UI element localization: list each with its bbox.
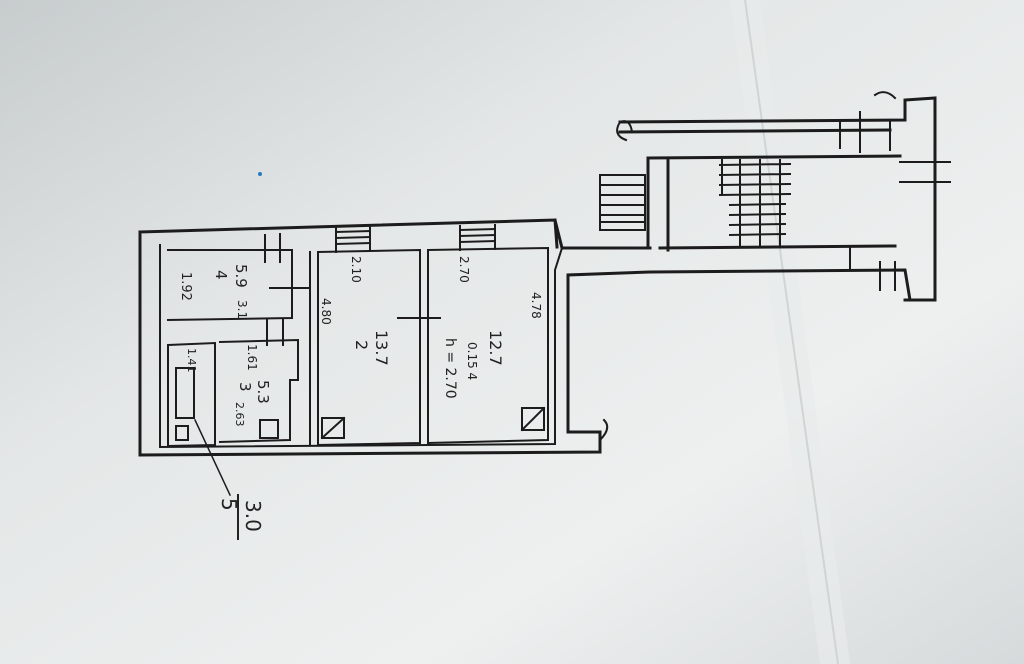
- room-3-height: 1.61: [245, 344, 259, 371]
- sink-fixture: [259, 419, 279, 439]
- stove-room-2: [321, 417, 345, 439]
- room-3-outline: [218, 338, 299, 444]
- room-5-number: 5: [217, 498, 241, 511]
- room-3-number: 3: [236, 382, 254, 392]
- room-5-area: 3.0: [241, 500, 265, 532]
- toilet-fixture: [175, 425, 189, 441]
- ink-dot: [258, 172, 262, 176]
- room-1-height: 2.70: [457, 256, 471, 283]
- room-1-area: 12.7: [486, 330, 505, 366]
- stairwell-walls: [618, 96, 937, 302]
- room-4-height: 3.1: [235, 300, 249, 319]
- room-2-number: 2: [352, 340, 371, 350]
- partition-rooms-2-3: [309, 251, 319, 446]
- room-5-side-dim: 1.41: [185, 348, 198, 373]
- stair-steps: [599, 111, 951, 291]
- room-1-side-dim: 4.78: [529, 292, 543, 319]
- room-2-side-dim: 4.80: [319, 298, 333, 325]
- room-5-outline: [167, 341, 216, 448]
- room-4-side-dim: 1.92: [178, 272, 193, 301]
- stove-room-1: [521, 407, 545, 431]
- outer-wall: [138, 218, 922, 457]
- room-3-area: 5.3: [254, 380, 272, 404]
- room-4-area: 5.9: [232, 264, 250, 288]
- window-room-1: [458, 224, 497, 251]
- inner-wall-outline: [159, 244, 564, 449]
- paper-crease: [744, 0, 839, 664]
- floor-plan: [138, 91, 951, 496]
- room-3-sub-area: 2.63: [233, 402, 246, 427]
- room-1-h-label: h = 2.70: [442, 338, 458, 399]
- room-4-outline: [166, 249, 293, 322]
- room-5-leader: [194, 419, 231, 496]
- room-2-area: 13.7: [372, 330, 391, 366]
- room-4-number: 4: [212, 270, 230, 280]
- room-1-outline: [426, 246, 549, 445]
- door-marks: [264, 233, 441, 346]
- room-1-h-sub: 0.15 4: [465, 342, 479, 380]
- window-room-2: [334, 226, 372, 253]
- room-2-height: 2.10: [349, 256, 363, 283]
- break-symbol: [598, 91, 897, 442]
- bath-fixture: [175, 367, 195, 419]
